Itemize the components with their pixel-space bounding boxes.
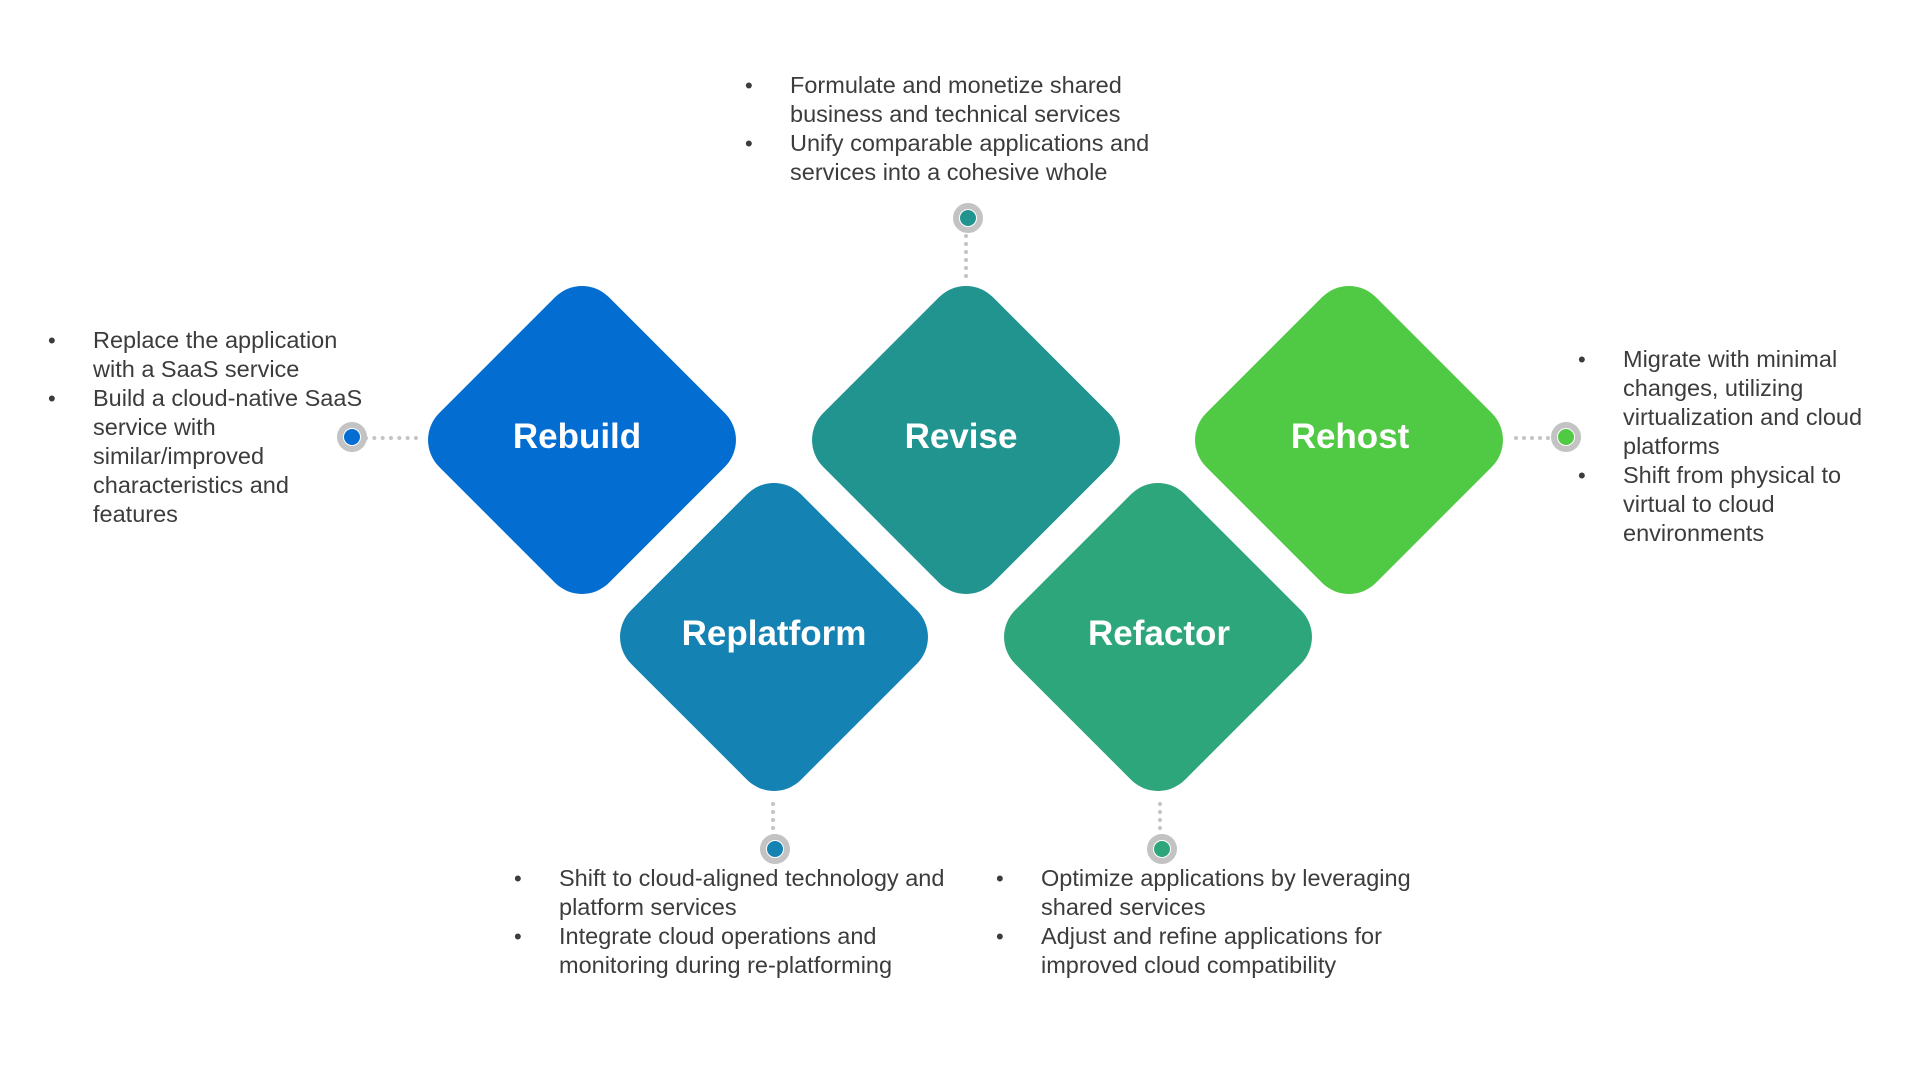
bullet-icon: • — [514, 866, 522, 891]
bullet-icon: • — [48, 328, 56, 353]
bullet-icon: • — [48, 386, 56, 411]
bullet-item: • Optimize applications by leveraging sha… — [996, 864, 1436, 922]
rebuild-connector — [364, 436, 418, 440]
bullet-text: Shift from physical to virtual to cloud … — [1623, 462, 1842, 546]
refactor-label: Refactor — [1088, 614, 1230, 653]
bullet-text: Optimize applications by leveraging shar… — [1041, 865, 1411, 920]
bullet-text: Unify comparable applications and servic… — [790, 130, 1150, 185]
bullet-item: • Replace the application with a SaaS ser… — [48, 326, 378, 384]
rebuild-node — [337, 422, 367, 452]
bullet-icon: • — [514, 924, 522, 949]
bullet-item: • Adjust and refine applications for impr… — [996, 922, 1436, 980]
bullet-item: • Unify comparable applications and servi… — [745, 129, 1215, 187]
rehost-connector — [1514, 436, 1558, 440]
rehost-description: • Migrate with minimal changes, utilizing… — [1578, 345, 1898, 548]
rehost-label: Rehost — [1290, 417, 1410, 456]
revise-node — [953, 203, 983, 233]
bullet-item: • Shift from physical to virtual to cloud… — [1578, 461, 1898, 548]
bullet-item: • Formulate and monetize shared business … — [745, 71, 1215, 129]
revise-label: Revise — [904, 417, 1018, 456]
bullet-icon: • — [996, 924, 1004, 949]
bullet-item: • Shift to cloud-aligned technology and p… — [514, 864, 964, 922]
bullet-text: Replace the application with a SaaS serv… — [93, 327, 338, 382]
replatform-connector — [771, 802, 775, 846]
bullet-icon: • — [745, 131, 753, 156]
bullet-text: Integrate cloud operations and monitorin… — [559, 923, 893, 978]
bullet-text: Shift to cloud-aligned technology and pl… — [559, 865, 945, 920]
bullet-icon: • — [1578, 347, 1586, 372]
bullet-icon: • — [996, 866, 1004, 891]
bullet-icon: • — [1578, 463, 1586, 488]
replatform-label: Replatform — [681, 614, 867, 653]
bullet-item: • Integrate cloud operations and monitori… — [514, 922, 964, 980]
rebuild-description: • Replace the application with a SaaS ser… — [48, 326, 378, 529]
rehost-node — [1551, 422, 1581, 452]
refactor-node — [1147, 834, 1177, 864]
revise-connector — [964, 226, 968, 278]
refactor-description: • Optimize applications by leveraging sha… — [996, 864, 1436, 980]
replatform-node — [760, 834, 790, 864]
replatform-description: • Shift to cloud-aligned technology and p… — [514, 864, 964, 980]
refactor-connector — [1158, 802, 1162, 846]
bullet-icon: • — [745, 73, 753, 98]
bullet-text: Migrate with minimal changes, utilizing … — [1623, 346, 1863, 459]
bullet-item: • Build a cloud-native SaaS service with … — [48, 384, 378, 529]
rebuild-label: Rebuild — [512, 417, 642, 456]
bullet-item: • Migrate with minimal changes, utilizing… — [1578, 345, 1898, 461]
bullet-text: Build a cloud-native SaaS service with s… — [93, 385, 363, 527]
bullet-text: Adjust and refine applications for impro… — [1041, 923, 1382, 978]
revise-description: • Formulate and monetize shared business … — [745, 71, 1215, 187]
bullet-text: Formulate and monetize shared business a… — [790, 72, 1122, 127]
